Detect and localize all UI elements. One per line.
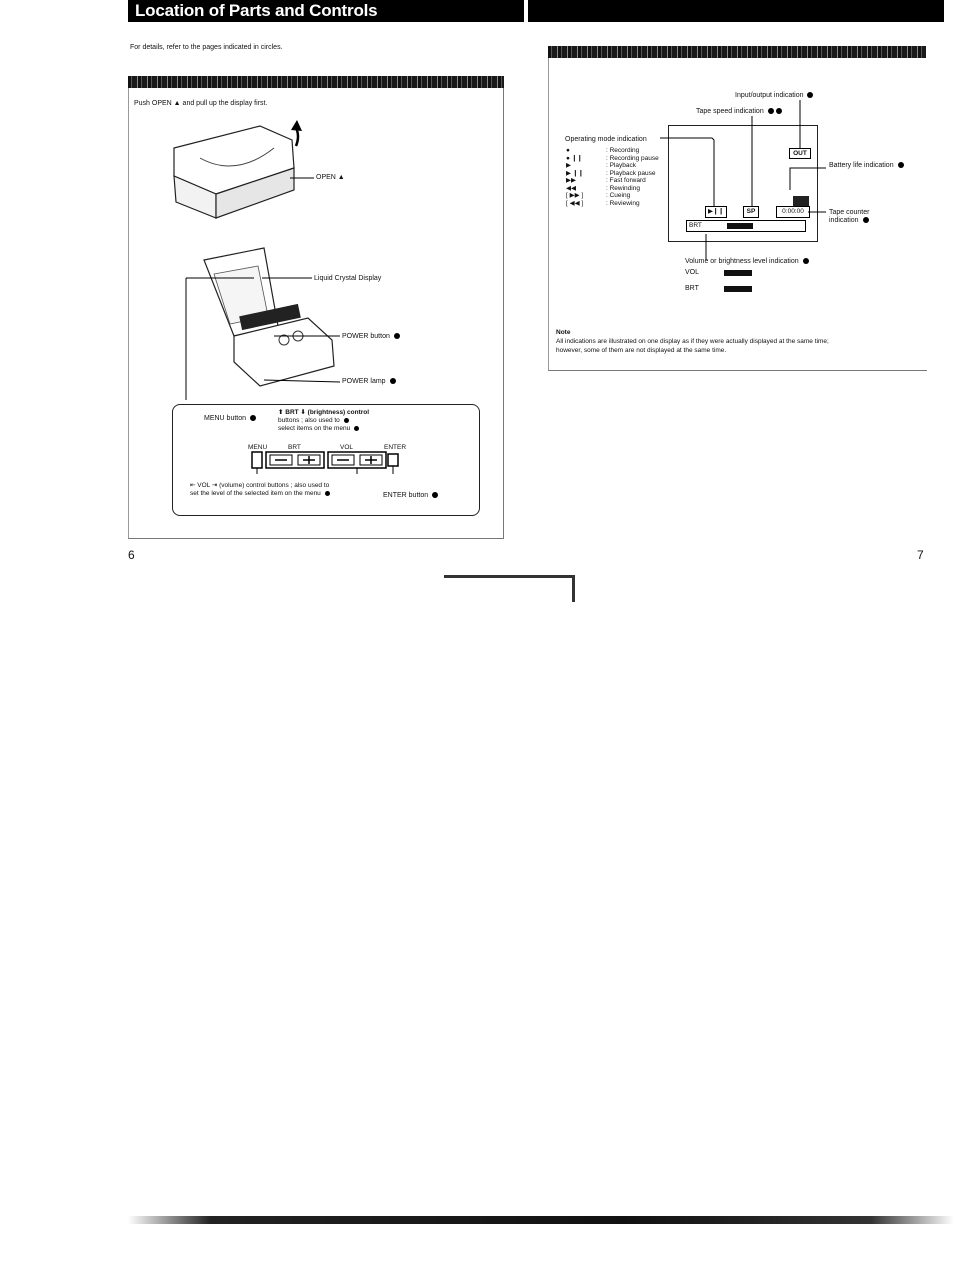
- mode-row: [ ▶▶ ]: Cueing: [566, 192, 631, 199]
- mode-row: ▶ ❙❙: Playback pause: [566, 169, 656, 177]
- brt-label-3: select items on the menu: [278, 425, 360, 433]
- mode-row: ◀◀: Rewinding: [566, 184, 640, 192]
- page-ref-dot: [393, 333, 400, 339]
- left-panel-title-bar: [128, 76, 504, 88]
- key-vol-label: VOL: [340, 444, 354, 451]
- page-ref-dot: [897, 162, 904, 168]
- mode-row: [ ◀◀ ]: Reviewing: [566, 199, 640, 207]
- mode-row: ▶: Playback: [566, 162, 636, 169]
- brt-level-bar: [724, 286, 752, 292]
- intro-text: For details, refer to the pages indicate…: [130, 44, 283, 51]
- page-ref-dot: [324, 491, 330, 496]
- input-output-label: Input/output indication: [735, 92, 814, 100]
- control-keys: [251, 451, 399, 474]
- mode-legend: ●: Recording ● ❙❙: Recording pause ▶: Pl…: [566, 147, 659, 207]
- right-panel: [548, 46, 927, 371]
- io-indicator: OUT: [789, 148, 811, 159]
- page-ref-dot: [802, 258, 809, 264]
- note-title: Note: [556, 329, 571, 336]
- brt-level-label: BRT: [685, 285, 699, 292]
- closed-device-illustration: [173, 120, 314, 219]
- page-ref-dot: [807, 92, 814, 98]
- level-bar-fill: [727, 223, 753, 229]
- enter-button-label: ENTER button: [383, 492, 439, 500]
- page-title: Location of Parts and Controls: [135, 1, 378, 20]
- vol-level-label: VOL: [685, 269, 700, 276]
- header-bar: [128, 0, 944, 22]
- control-panel-callout: [172, 404, 480, 516]
- vol-label-2: set the level of the selected item on th…: [190, 490, 330, 498]
- level-bar-label: BRT: [689, 222, 702, 229]
- key-menu-label: MENU: [248, 444, 268, 451]
- tape-counter-label-1: Tape counter: [829, 209, 870, 216]
- key-enter-label: ENTER: [384, 444, 407, 451]
- right-panel-title-bar: [548, 46, 926, 58]
- page-ref-dot: [354, 426, 360, 431]
- power-button-label: POWER button: [342, 333, 400, 341]
- open-label: OPEN ▲: [316, 174, 345, 181]
- mode-indicator: ▶❙❙: [705, 206, 727, 218]
- vol-label-1: ⇤ VOL ⇥ (volume) control buttons ; also …: [190, 482, 330, 489]
- scan-mark: [444, 575, 575, 602]
- display-screen-diagram: [668, 125, 818, 242]
- operating-mode-label: Operating mode indication: [565, 136, 647, 143]
- mode-row: ● ❙❙: Recording pause: [566, 154, 659, 162]
- header-divider: [524, 0, 528, 22]
- menu-button-label: MENU button: [204, 415, 256, 423]
- note-line-1: All indications are illustrated on one d…: [556, 338, 829, 345]
- battery-indicator: [793, 196, 809, 206]
- left-panel: [128, 76, 504, 539]
- mode-row: ▶▶: Fast forward: [566, 177, 646, 184]
- volume-brightness-label: Volume or brightness level indication: [685, 258, 809, 266]
- page-ref-dot: [389, 378, 396, 384]
- tape-counter-label-2: indication: [829, 217, 869, 225]
- lcd-label: Liquid Crystal Display: [314, 275, 382, 282]
- scan-edge: [128, 1216, 954, 1224]
- page-ref-dot: [249, 415, 256, 421]
- page-number-right: 7: [917, 548, 924, 562]
- instruction-text: Push OPEN ▲ and pull up the display firs…: [134, 100, 268, 107]
- speed-indicator: SP: [743, 206, 759, 218]
- battery-label: Battery life indication: [829, 162, 904, 170]
- power-lamp-label: POWER lamp: [342, 378, 396, 386]
- page-ref-dot: [432, 492, 439, 498]
- page-ref-dot: [767, 108, 774, 114]
- vol-level-bar: [724, 270, 752, 276]
- brt-label-2: buttons ; also used to: [278, 417, 349, 425]
- key-brt-label: BRT: [288, 444, 301, 451]
- tape-speed-label: Tape speed indication: [696, 108, 782, 116]
- counter-indicator: 0:00:00: [776, 206, 810, 218]
- page-ref-dot: [775, 108, 782, 114]
- page-ref-dot: [343, 418, 349, 423]
- note-line-2: however, some of them are not displayed …: [556, 347, 727, 354]
- mode-row: ●: Recording: [566, 147, 640, 154]
- open-device-illustration: [185, 247, 341, 400]
- display-leader-lines: [660, 100, 826, 260]
- page-number-left: 6: [128, 548, 135, 562]
- brt-label-1: ⬆ BRT ⬇ (brightness) control: [278, 409, 370, 416]
- level-bar: BRT: [686, 220, 806, 232]
- page-ref-dot: [862, 217, 869, 223]
